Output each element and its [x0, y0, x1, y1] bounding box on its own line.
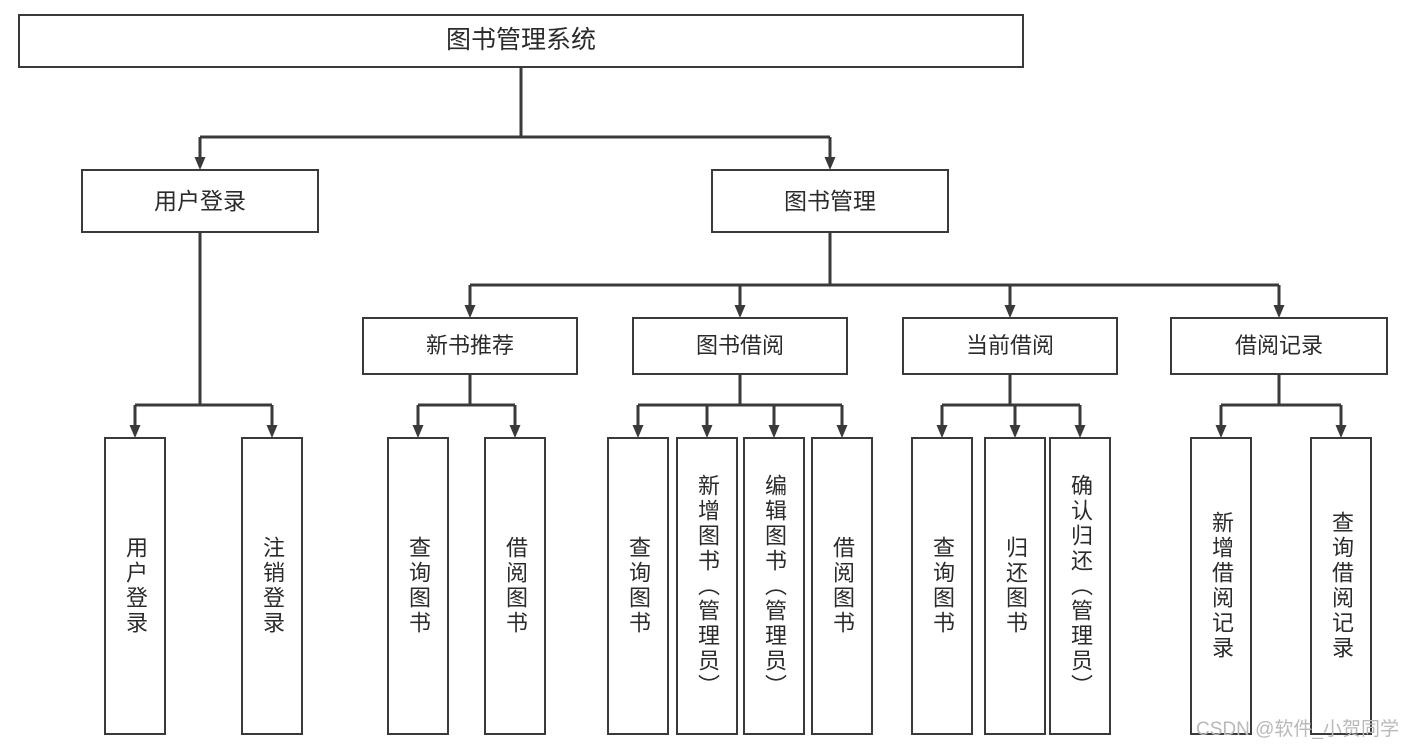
node-book-manage[interactable]: 图书管理	[711, 169, 949, 233]
node-label-user-login: 用户登录	[154, 187, 246, 214]
node-leaf-borrow-book-2[interactable]: 借阅图书	[811, 437, 873, 735]
node-label-leaf-return-book: 归还图书	[1003, 536, 1028, 636]
node-leaf-logout[interactable]: 注销登录	[241, 437, 303, 735]
node-label-book-manage: 图书管理	[784, 187, 876, 214]
node-label-leaf-borrow-book-1: 借阅图书	[503, 536, 528, 636]
node-leaf-query-book-2[interactable]: 查询图书	[607, 437, 669, 735]
node-label-leaf-add-record: 新增借阅记录	[1209, 511, 1234, 661]
node-label-leaf-add-book: 新增图书（管理员）	[695, 473, 720, 699]
node-user-login[interactable]: 用户登录	[81, 169, 319, 233]
node-leaf-return-book[interactable]: 归还图书	[984, 437, 1046, 735]
node-label-leaf-edit-book: 编辑图书（管理员）	[762, 473, 787, 699]
node-leaf-add-book[interactable]: 新增图书（管理员）	[676, 437, 738, 735]
node-current-borrow[interactable]: 当前借阅	[902, 317, 1118, 375]
node-label-leaf-borrow-book-2: 借阅图书	[830, 536, 855, 636]
node-leaf-borrow-book-1[interactable]: 借阅图书	[484, 437, 546, 735]
node-label-root: 图书管理系统	[445, 26, 596, 55]
node-label-leaf-logout: 注销登录	[260, 536, 285, 636]
node-leaf-query-record[interactable]: 查询借阅记录	[1310, 437, 1372, 735]
node-label-borrow-record: 借阅记录	[1234, 333, 1323, 359]
node-new-book-rec[interactable]: 新书推荐	[362, 317, 578, 375]
node-book-borrow[interactable]: 图书借阅	[632, 317, 848, 375]
csdn-watermark: CSDN @软件_小贺同学	[1196, 719, 1399, 740]
node-label-leaf-user-login: 用户登录	[123, 536, 148, 636]
node-label-leaf-query-book-3: 查询图书	[930, 536, 955, 636]
node-label-leaf-confirm-return: 确认归还（管理员）	[1068, 473, 1093, 699]
node-leaf-query-book-3[interactable]: 查询图书	[911, 437, 973, 735]
node-label-book-borrow: 图书借阅	[695, 333, 784, 359]
node-label-current-borrow: 当前借阅	[965, 333, 1054, 359]
node-label-new-book-rec: 新书推荐	[425, 333, 514, 359]
node-label-leaf-query-book-1: 查询图书	[406, 536, 431, 636]
node-label-leaf-query-book-2: 查询图书	[626, 536, 651, 636]
node-leaf-query-book-1[interactable]: 查询图书	[387, 437, 449, 735]
node-leaf-edit-book[interactable]: 编辑图书（管理员）	[743, 437, 805, 735]
node-leaf-add-record[interactable]: 新增借阅记录	[1190, 437, 1252, 735]
node-leaf-confirm-return[interactable]: 确认归还（管理员）	[1049, 437, 1111, 735]
node-label-leaf-query-record: 查询借阅记录	[1329, 511, 1354, 661]
node-borrow-record[interactable]: 借阅记录	[1170, 317, 1388, 375]
node-leaf-user-login[interactable]: 用户登录	[104, 437, 166, 735]
node-root[interactable]: 图书管理系统	[18, 14, 1024, 68]
